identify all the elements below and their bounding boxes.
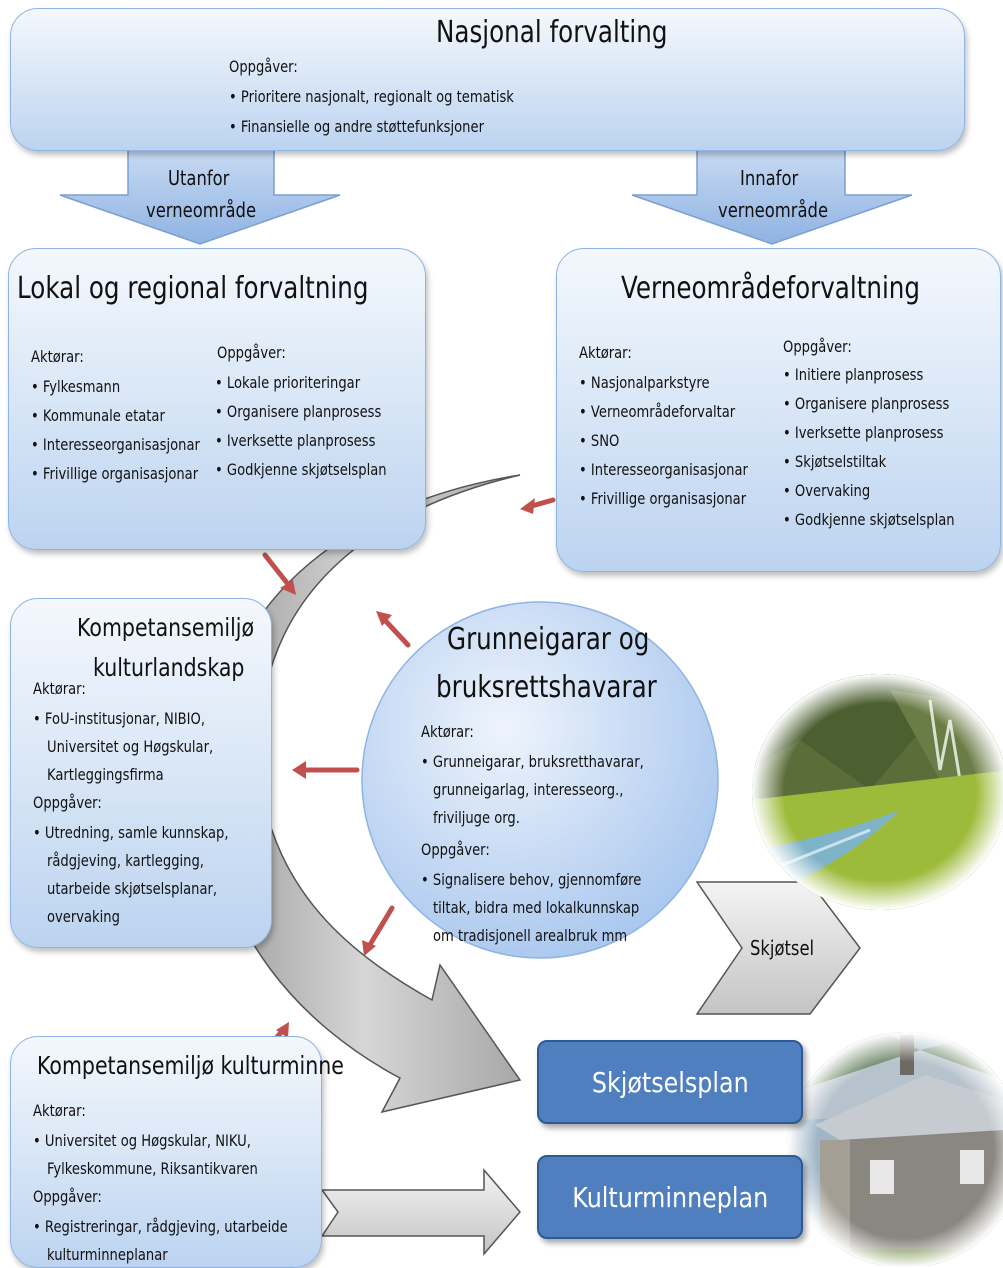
care-arrow-label: Skjøtsel <box>750 936 815 960</box>
protected-task: Iverksette planprosess <box>783 423 955 452</box>
protected-task: Initiere planprosess <box>783 365 955 394</box>
cultural-heritage-actor-line-2: Fylkeskommune, Riksantikvaren <box>47 1159 258 1178</box>
arrow-inside-line2: verneområde <box>718 198 829 222</box>
landowners-task-line-1: Signalisere behov, gjennomføre <box>421 870 641 889</box>
arrow-outside-shape <box>59 149 341 245</box>
care-plan-box: Skjøtselsplan <box>537 1040 803 1124</box>
national-title: Nasjonal forvalting <box>436 15 668 50</box>
red-arrowheads <box>276 498 535 1038</box>
local-actors-label: Aktørar: <box>31 347 84 366</box>
landowners-actor-line-3: friviljuge org. <box>433 808 520 827</box>
local-actor: Interesseorganisasjonar <box>31 435 200 464</box>
protected-actor: Interesseorganisasjonar <box>579 460 748 489</box>
red-arrow-2 <box>262 552 294 591</box>
arrow-outside-line2: verneområde <box>146 198 257 222</box>
heritage-plan-box: Kulturminneplan <box>537 1155 803 1239</box>
local-actors-list: Fylkesmann Kommunale etatar Interesseorg… <box>31 377 237 493</box>
protected-actors-label: Aktørar: <box>579 343 632 362</box>
landowners-title-1: Grunneigarar og <box>447 622 650 657</box>
national-task-1: Prioritere nasjonalt, regionalt og temat… <box>229 87 514 106</box>
cultural-landscape-box: Kompetansemiljø kulturlandskap Aktørar: … <box>10 598 272 948</box>
local-task: Lokale prioriteringar <box>215 373 387 402</box>
protected-task: Organisere planprosess <box>783 394 955 423</box>
protected-tasks-label: Oppgåver: <box>783 337 852 356</box>
local-actor: Frivillige organisasjonar <box>31 464 200 493</box>
cultural-heritage-actor-line-1: Universitet og Høgskular, NIKU, <box>33 1131 251 1150</box>
cultural-heritage-actors-label: Aktørar: <box>33 1101 86 1120</box>
cultural-landscape-actor-line-1: FoU-institusjonar, NIBIO, <box>33 709 205 728</box>
protected-tasks-list: Initiere planprosess Organisere planpros… <box>783 365 992 539</box>
landscape-photo <box>752 674 1003 910</box>
cultural-landscape-task-line-3: utarbeide skjøtselsplanar, <box>47 879 218 898</box>
cultural-landscape-task-line-1: Utredning, samle kunnskap, <box>33 823 229 842</box>
local-title: Lokal og regional forvaltning <box>17 271 369 306</box>
local-box: Lokal og regional forvaltning Aktørar: F… <box>8 248 426 550</box>
protected-task: Skjøtselstiltak <box>783 452 955 481</box>
local-task: Iverksette planprosess <box>215 431 387 460</box>
cultural-landscape-actor-line-2: Universitet og Høgskular, <box>47 737 214 756</box>
arrow-inside-shape <box>631 149 913 245</box>
landowners-tasks-label: Oppgåver: <box>421 840 490 859</box>
local-tasks-list: Lokale prioriteringar Organisere planpro… <box>215 373 424 489</box>
protected-actor: Nasjonalparkstyre <box>579 373 748 402</box>
landowners-task-line-2: tiltak, bidra med lokalkunnskap <box>433 898 640 917</box>
cultural-heritage-task-line-2: kulturminneplanar <box>47 1245 168 1264</box>
cultural-landscape-actors-label: Aktørar: <box>33 679 86 698</box>
cultural-heritage-tasks-label: Oppgåver: <box>33 1187 102 1206</box>
arrow-inside-line1: Innafor <box>740 166 799 190</box>
landowners-title-2: bruksrettshavarar <box>436 670 657 705</box>
landowners-circle <box>361 601 719 959</box>
landowners-actor-line-2: grunneigarlag, interesseorg., <box>433 780 624 799</box>
cultural-landscape-task-line-2: rådgjeving, kartlegging, <box>47 851 204 870</box>
protected-actor: SNO <box>579 431 748 460</box>
landowners-actors-label: Aktørar: <box>421 722 474 741</box>
protected-actors-list: Nasjonalparkstyre Verneområdeforvaltar S… <box>579 373 785 518</box>
cultural-heritage-box: Kompetansemiljø kulturminne Aktørar: Uni… <box>10 1036 344 1268</box>
local-task: Godkjenne skjøtselsplan <box>215 460 387 489</box>
protected-task: Godkjenne skjøtselsplan <box>783 510 955 539</box>
protected-title: Verneområdeforvaltning <box>621 271 920 306</box>
red-arrow-3 <box>379 614 411 648</box>
cultural-landscape-title-1: Kompetansemiljø <box>77 613 255 642</box>
local-actor: Fylkesmann <box>31 377 200 406</box>
local-task: Organisere planprosess <box>215 402 387 431</box>
protected-box: Verneområdeforvaltning Aktørar: Nasjonal… <box>556 248 1001 572</box>
local-actor: Kommunale etatar <box>31 406 200 435</box>
cultural-heritage-title: Kompetansemiljø kulturminne <box>37 1051 344 1080</box>
cultural-landscape-title-2: kulturlandskap <box>93 653 245 682</box>
protected-actor: Verneområdeforvaltar <box>579 402 748 431</box>
cultural-landscape-tasks-label: Oppgåver: <box>33 793 102 812</box>
heritage-plan-label: Kulturminneplan <box>572 1180 768 1214</box>
heritage-arrow-shape <box>320 1167 521 1257</box>
national-tasks-label: Oppgåver: <box>229 57 298 76</box>
care-plan-label: Skjøtselsplan <box>591 1065 749 1099</box>
national-task-2: Finansielle og andre støttefunksjoner <box>229 117 484 136</box>
landowners-task-line-3: om tradisjonell arealbruk mm <box>433 926 628 945</box>
landowners-actor-line-1: Grunneigarar, bruksretthavarar, <box>421 752 644 771</box>
protected-actor: Frivillige organisasjonar <box>579 489 748 518</box>
protected-task: Overvaking <box>783 481 955 510</box>
arrow-outside-line1: Utanfor <box>168 166 230 190</box>
cultural-landscape-actor-line-3: Kartleggingsfirma <box>47 765 164 784</box>
house-photo <box>787 1032 1003 1266</box>
cultural-landscape-task-line-4: overvaking <box>47 907 120 926</box>
national-box: Nasjonal forvalting Oppgåver: Prioritere… <box>10 8 965 151</box>
local-tasks-label: Oppgåver: <box>217 343 286 362</box>
red-arrow-5 <box>365 905 395 951</box>
cultural-heritage-task-line-1: Registreringar, rådgjeving, utarbeide <box>33 1217 288 1236</box>
